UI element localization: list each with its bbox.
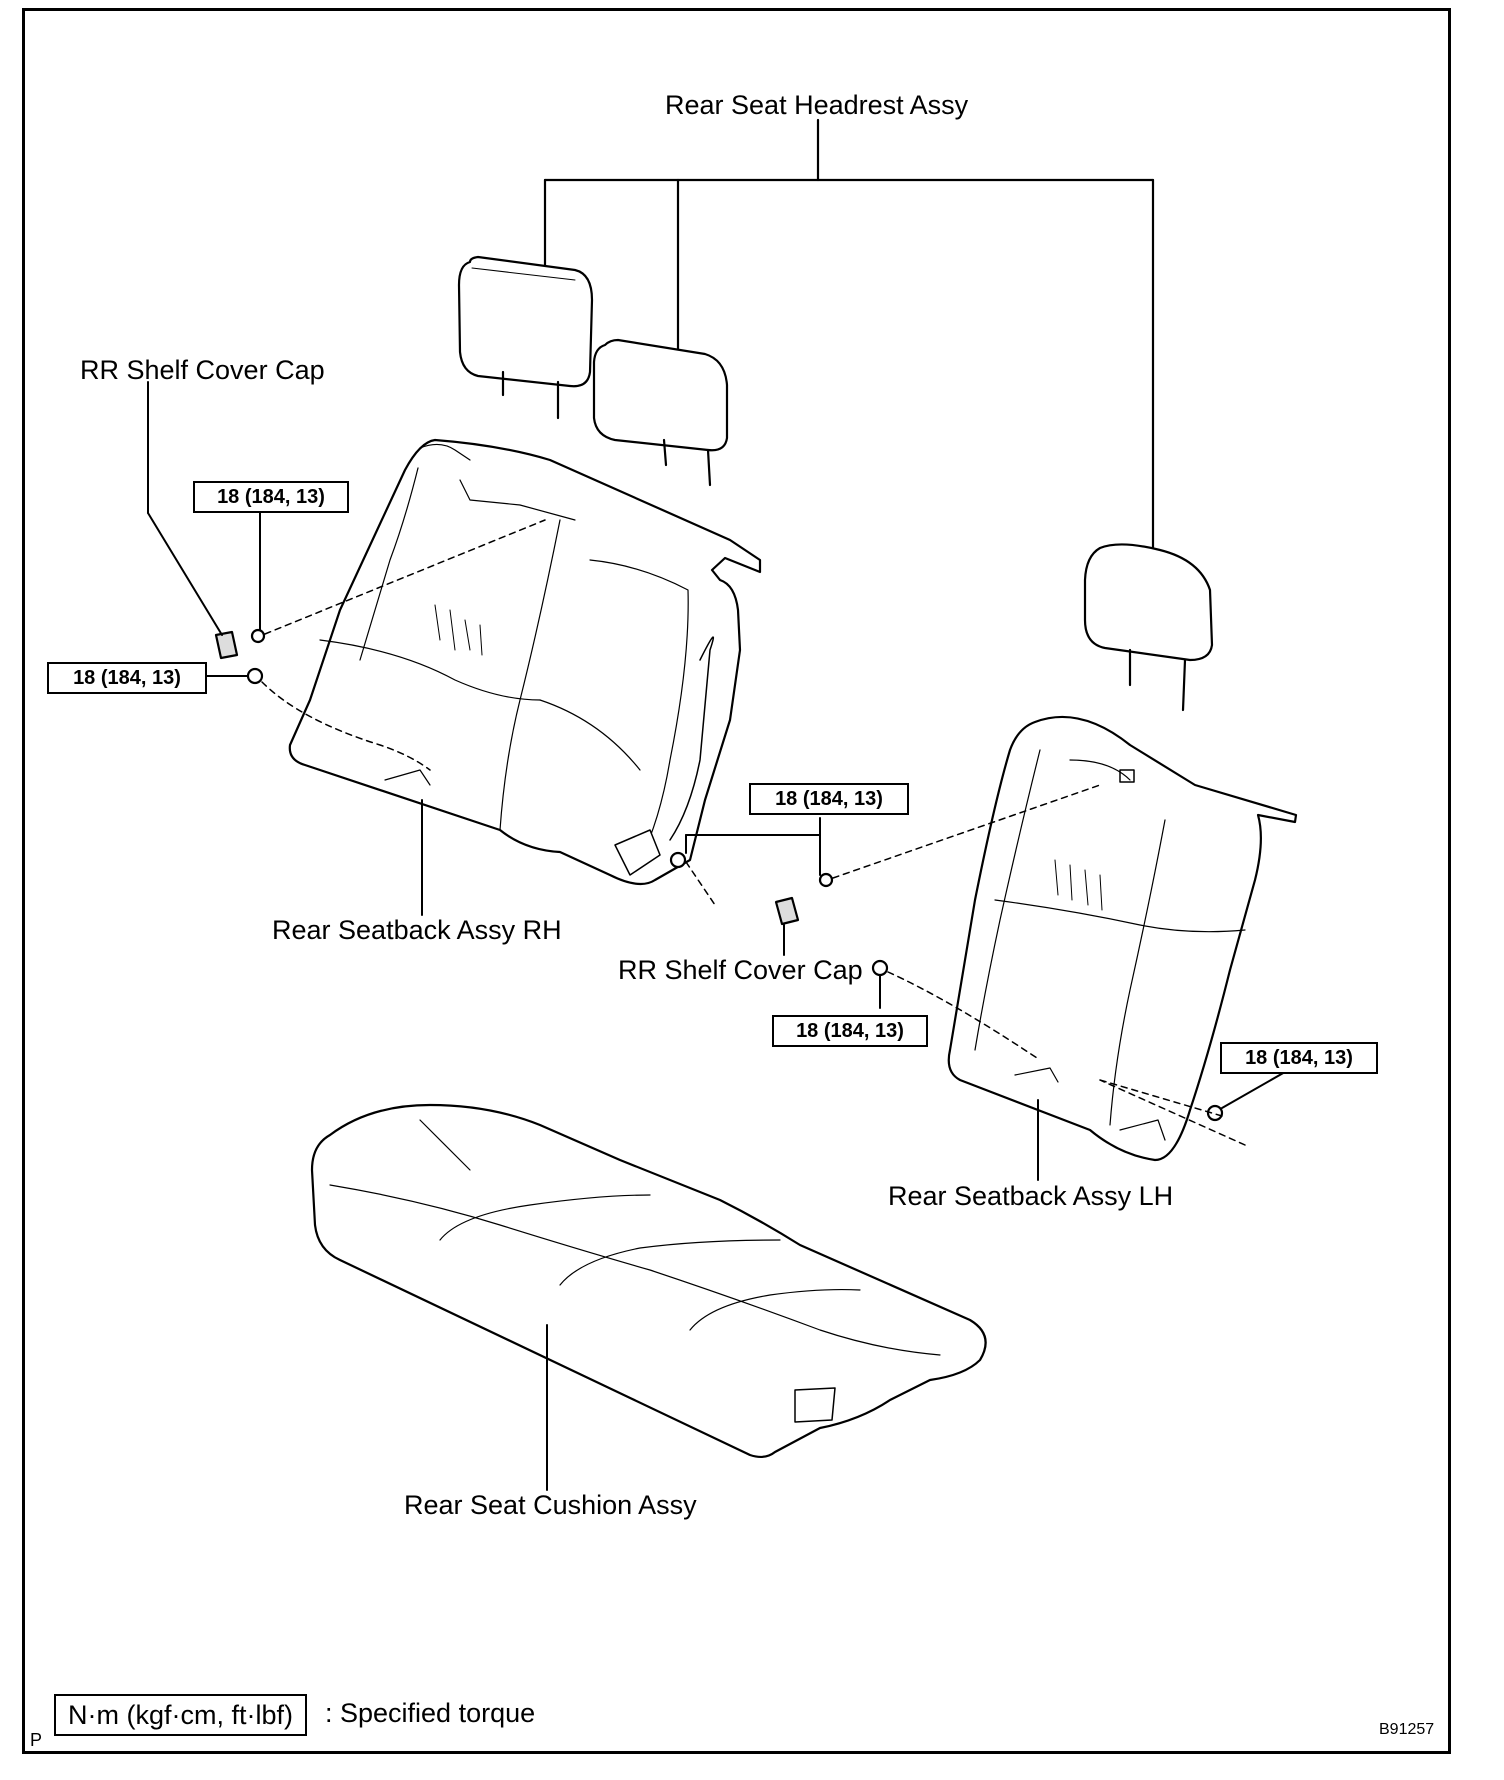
- figure-id: B91257: [1379, 1721, 1435, 1738]
- shelf-cover-cap-center: [774, 896, 800, 926]
- torque-spec-1: 18 (184, 13): [193, 481, 349, 513]
- nut-lh-left: [871, 959, 889, 977]
- legend-description: : Specified torque: [325, 1698, 536, 1728]
- label-leader-lines: [147, 381, 1286, 1491]
- seatback-rh: [288, 438, 762, 886]
- label-rear-seat-cushion-assy: Rear Seat Cushion Assy: [404, 1490, 697, 1520]
- headrest-1: [457, 255, 594, 420]
- nut-center: [669, 851, 687, 869]
- assembly-dashed-lines: [261, 519, 1246, 1146]
- label-rear-seatback-assy-rh: Rear Seatback Assy RH: [272, 915, 562, 945]
- torque-spec-2: 18 (184, 13): [47, 662, 207, 694]
- seat-cushion: [310, 1103, 987, 1459]
- nut-lh-right: [1206, 1104, 1224, 1122]
- shelf-cover-cap-left: [214, 630, 239, 660]
- headrest-2: [592, 338, 729, 487]
- torque-spec-3: 18 (184, 13): [749, 783, 909, 815]
- diagram-frame: [22, 8, 1451, 1754]
- bolt-center: [818, 872, 834, 888]
- label-rear-seatback-assy-lh: Rear Seatback Assy LH: [888, 1181, 1174, 1211]
- headrest-leader-lines: [543, 118, 1155, 555]
- torque-spec-5: 18 (184, 13): [1220, 1042, 1378, 1074]
- bolt-left-upper: [250, 628, 266, 644]
- label-rr-shelf-cover-cap-center: RR Shelf Cover Cap: [618, 955, 863, 985]
- torque-spec-4: 18 (184, 13): [772, 1015, 928, 1047]
- corner-mark-p: P: [30, 1730, 43, 1750]
- fasteners: [246, 628, 1224, 1122]
- legend-torque-unit-box: N·m (kgf·cm, ft·lbf): [54, 1694, 307, 1736]
- seatback-lh: [947, 715, 1298, 1162]
- headrest-3: [1083, 543, 1214, 712]
- label-rear-seat-headrest-assy: Rear Seat Headrest Assy: [665, 90, 969, 120]
- label-rr-shelf-cover-cap-left: RR Shelf Cover Cap: [80, 355, 325, 385]
- nut-left-lower: [246, 667, 264, 685]
